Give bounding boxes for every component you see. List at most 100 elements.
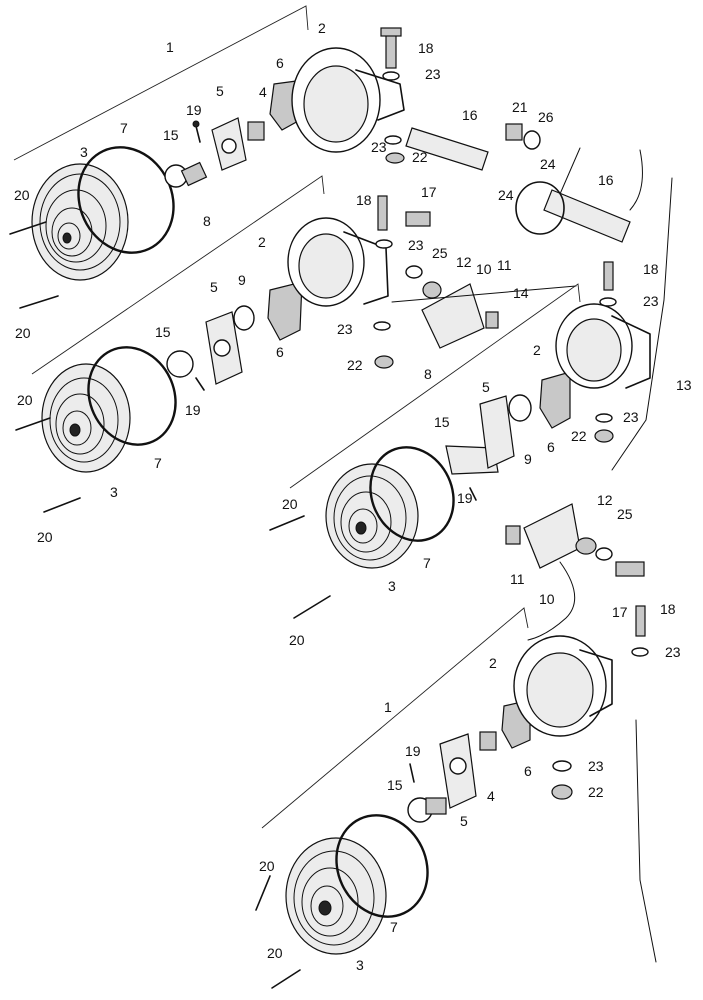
callout-a19: 19: [186, 102, 202, 118]
bolt-18c: [603, 261, 614, 291]
housing-2c: [555, 303, 651, 389]
group-bracket-8b: [289, 283, 581, 489]
screw-20f: [293, 595, 331, 619]
callout-a2d: 2: [489, 655, 497, 671]
washer-23c: [375, 239, 393, 249]
turn-signal-assembly-rear-left: [269, 261, 651, 641]
callout-a23: 23: [425, 66, 441, 82]
callout-a19d: 19: [405, 743, 421, 759]
callout-a20b: 20: [15, 325, 31, 341]
callout-a22b: 22: [347, 357, 363, 373]
washer-23: [382, 71, 400, 81]
bolt-18b: [377, 195, 388, 231]
callout-a8: 8: [203, 213, 211, 229]
callout-a23h: 23: [588, 758, 604, 774]
nut-22b: [374, 355, 394, 369]
callout-a10b: 10: [539, 591, 555, 607]
callout-a8b: 8: [424, 366, 432, 382]
housing-2d: [513, 635, 613, 737]
callout-a3d: 3: [356, 957, 364, 973]
screw-19d: [409, 763, 415, 783]
callout-a20d: 20: [282, 496, 298, 512]
callout-a5c: 5: [482, 379, 490, 395]
callout-a18: 18: [418, 40, 434, 56]
callout-a1b: 1: [384, 699, 392, 715]
washer-23g: [631, 647, 649, 657]
callout-a11: 11: [497, 257, 512, 273]
wire-a: [559, 147, 581, 195]
turn-signal-assembly-front-left: [9, 5, 673, 471]
housing-2: [291, 47, 405, 153]
callout-a22: 22: [412, 149, 428, 165]
lens-3c: [325, 463, 419, 569]
callout-a15d: 15: [387, 777, 403, 793]
nut-4b: [479, 731, 497, 751]
screw-20e: [269, 515, 305, 531]
callout-a2: 2: [318, 20, 326, 36]
washer-12: [422, 281, 442, 299]
shaft-16: [405, 127, 489, 171]
wire-b: [629, 149, 643, 211]
wire-d: [635, 719, 657, 963]
callout-a19b: 19: [185, 402, 201, 418]
wire-c: [527, 561, 576, 641]
callout-a9: 9: [238, 272, 246, 288]
callout-a5: 5: [216, 83, 224, 99]
socket-bracket-5c: [479, 395, 515, 469]
turn-signal-assembly-front-right: [15, 175, 577, 513]
callout-a23g: 23: [665, 644, 681, 660]
screw-20: [9, 221, 47, 235]
callout-a9b: 9: [524, 451, 532, 467]
washer-23f: [595, 413, 613, 423]
stay-6c: [539, 371, 571, 429]
washer-23e: [599, 297, 617, 307]
screw-19b: [195, 377, 205, 391]
nut-21: [505, 123, 523, 141]
callout-a2b: 2: [258, 234, 266, 250]
callout-a3: 3: [80, 144, 88, 160]
cable-13: [611, 177, 673, 471]
bulb-15b: [166, 350, 194, 378]
callout-a23f: 23: [623, 409, 639, 425]
callout-a10: 10: [476, 261, 492, 277]
callout-a11b: 11: [510, 571, 525, 587]
clip-11b: [505, 525, 521, 545]
callout-a4: 4: [259, 84, 267, 100]
callout-a17b: 17: [612, 604, 628, 620]
bolt-17b: [615, 561, 645, 577]
callout-a23e: 23: [337, 321, 353, 337]
nut-22c: [594, 429, 614, 443]
callout-a6b: 6: [276, 344, 284, 360]
bolt-17: [405, 211, 431, 227]
group-bracket-1: [13, 5, 309, 161]
callout-a25: 25: [432, 245, 448, 261]
callout-a3b: 3: [110, 484, 118, 500]
callout-a15c: 15: [434, 414, 450, 430]
housing-2b: [287, 217, 389, 307]
nut-22d: [551, 784, 573, 800]
clip-11: [485, 311, 499, 329]
bolt-18: [385, 31, 397, 69]
callout-a5b: 5: [210, 279, 218, 295]
callout-a2c: 2: [533, 342, 541, 358]
callout-a20: 20: [14, 187, 30, 203]
lens-3d: [285, 837, 387, 955]
callout-a18c: 18: [643, 261, 659, 277]
callout-a20f: 20: [289, 632, 305, 648]
washer-23h: [552, 760, 572, 772]
bracket-10b: [523, 503, 581, 569]
gasket-7b: [87, 346, 177, 446]
washer-9: [233, 305, 255, 331]
callout-a23c: 23: [408, 237, 424, 253]
gasket-7d: [335, 814, 429, 918]
callout-a16b: 16: [598, 172, 614, 188]
callout-a22d: 22: [588, 784, 604, 800]
callout-a1: 1: [166, 39, 174, 55]
callout-a5d: 5: [460, 813, 468, 829]
callout-a16: 16: [462, 107, 478, 123]
callout-a14: 14: [513, 285, 529, 301]
lens-3b: [41, 363, 131, 473]
gasket-7c: [369, 446, 455, 542]
callout-a13: 13: [676, 377, 692, 393]
